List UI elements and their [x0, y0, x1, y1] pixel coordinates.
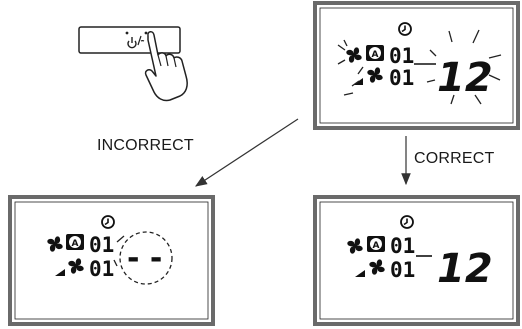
correct-label: CORRECT — [414, 150, 495, 167]
display-panel-top: 01 01 12 — [313, 1, 520, 130]
blink-rays — [337, 29, 502, 105]
small-value-top: 01 — [389, 44, 414, 68]
incorrect-label: INCORRECT — [97, 137, 194, 154]
auto-mode-icon — [367, 236, 385, 252]
highlight-circle — [119, 231, 173, 285]
auto-mode-icon — [366, 45, 384, 61]
display-panel-correct: 01 01 12 — [313, 195, 520, 326]
auto-mode-icon — [66, 234, 84, 250]
small-value-top: 01 — [89, 233, 114, 257]
timer-clock-icon — [101, 215, 115, 229]
timer-clock-icon — [400, 215, 414, 229]
power-button-icon[interactable] — [127, 35, 145, 49]
big-value: 12 — [437, 246, 493, 292]
timer-clock-icon — [398, 22, 412, 36]
arrow-incorrect — [194, 118, 299, 187]
display-panel-incorrect: 01 01 - - — [8, 195, 215, 326]
big-value: 12 — [437, 55, 493, 101]
small-value-top: 01 — [390, 234, 415, 258]
remote-control — [78, 26, 181, 54]
hand-press-icon — [144, 31, 188, 102]
small-value-bottom: 01 — [89, 257, 114, 281]
big-value: - - — [127, 241, 162, 276]
small-value-bottom: 01 — [389, 66, 414, 90]
small-value-bottom: 01 — [390, 258, 415, 282]
